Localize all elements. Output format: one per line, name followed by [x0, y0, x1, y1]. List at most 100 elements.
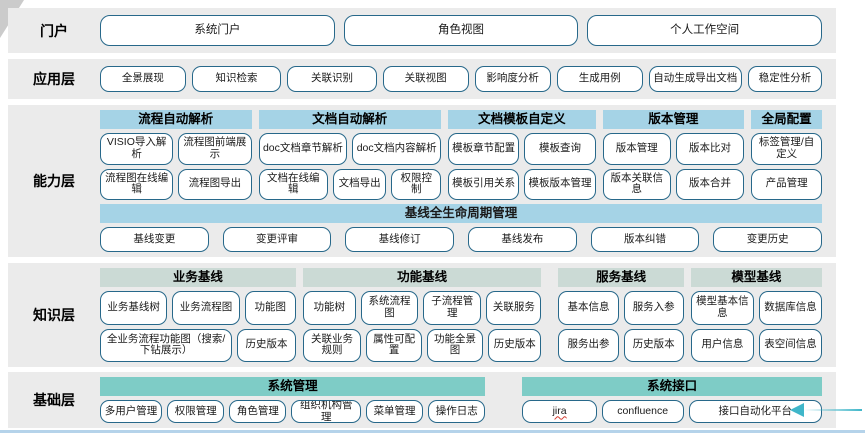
module-button[interactable]: 全业务流程功能图（搜索/下钻展示） [100, 328, 233, 362]
module-button[interactable]: 自动生成导出文档 [648, 66, 742, 92]
module-button[interactable]: 子流程管理 [423, 291, 482, 325]
module-button[interactable]: 模型基本信息 [690, 291, 754, 325]
module-button[interactable]: 操作日志 [428, 400, 486, 423]
group-header: 文档自动解析 [258, 110, 442, 129]
group-knowledge-1: 功能基线功能树系统流程图子流程管理关联服务关联业务规则属性可配置功能全景图历史版… [302, 268, 542, 362]
module-button[interactable]: 模板章节配置 [448, 133, 520, 165]
module-button[interactable]: 版本比对 [675, 133, 745, 165]
portal-buttons: 系统门户角色视图个人工作空间 [100, 8, 836, 53]
module-button[interactable]: 功能全景图 [427, 328, 483, 362]
layer-label-capability: 能力层 [33, 173, 75, 189]
module-button[interactable]: 菜单管理 [365, 400, 424, 423]
module-button[interactable]: 模板版本管理 [524, 168, 596, 200]
group-foundation-0: 系统管理多用户管理权限管理角色管理组织机构管理菜单管理操作日志 [100, 377, 486, 423]
module-button[interactable]: doc文档内容解析 [352, 133, 442, 165]
module-button[interactable]: 文档在线编辑 [258, 168, 328, 200]
module-button[interactable]: 多用户管理 [100, 400, 163, 423]
module-button[interactable]: 流程图在线编辑 [100, 168, 174, 200]
knowledge-groups: 业务基线业务基线树业务流程图功能图全业务流程功能图（搜索/下钻展示）历史版本功能… [100, 263, 836, 367]
layer-label-portal: 门户 [40, 22, 68, 39]
module-button[interactable]: 基线发布 [468, 227, 577, 252]
module-button[interactable]: 知识检索 [191, 66, 282, 92]
module-button[interactable]: 版本关联信息 [602, 168, 671, 200]
module-button[interactable]: 流程图导出 [178, 168, 252, 200]
button-row: 产品管理 [751, 168, 822, 200]
module-button[interactable]: 影响度分析 [474, 66, 551, 92]
module-button[interactable]: 服务出参 [558, 328, 619, 362]
group-header: 服务基线 [558, 268, 684, 287]
module-button[interactable]: 系统流程图 [360, 291, 419, 325]
button-row: 标签管理/自定义 [751, 133, 822, 165]
module-button[interactable]: 全景展现 [100, 66, 186, 92]
module-button[interactable]: 基线修订 [345, 227, 455, 252]
module-button[interactable]: 用户信息 [690, 328, 754, 362]
group-capability-4: 全局配置标签管理/自定义产品管理 [751, 110, 822, 200]
module-button[interactable]: 个人工作空间 [587, 15, 823, 46]
bottom-edge-line [0, 430, 865, 433]
module-button[interactable]: 基线变更 [100, 227, 209, 252]
module-button[interactable]: 服务入参 [623, 291, 684, 325]
module-button[interactable]: 功能图 [244, 291, 296, 325]
module-button[interactable]: 文档导出 [332, 168, 387, 200]
module-button[interactable]: 变更评审 [222, 227, 332, 252]
module-button[interactable]: VISIO导入解析 [100, 133, 174, 165]
module-button[interactable]: 版本合并 [675, 168, 745, 200]
group-header: 版本管理 [602, 110, 745, 129]
module-button[interactable]: 产品管理 [751, 168, 822, 200]
module-button[interactable]: 关联服务 [486, 291, 542, 325]
module-button[interactable]: confluence [601, 400, 684, 423]
button-row: VISIO导入解析流程图前端展示 [100, 133, 252, 165]
group-header: 全局配置 [751, 110, 822, 129]
button-row: 版本关联信息版本合并 [602, 168, 745, 200]
button-row: 文档在线编辑文档导出权限控制 [258, 168, 442, 200]
module-button[interactable]: 角色视图 [343, 15, 579, 46]
module-button[interactable]: 历史版本 [487, 328, 542, 362]
module-button[interactable]: 生成用例 [556, 66, 643, 92]
module-button[interactable]: 业务基线树 [100, 291, 168, 325]
module-button[interactable]: 系统门户 [100, 15, 335, 46]
module-button[interactable]: 属性可配置 [366, 328, 423, 362]
application-buttons: 全景展现知识检索关联识别关联视图影响度分析生成用例自动生成导出文档稳定性分析 [100, 59, 836, 99]
module-button[interactable]: 模板引用关系 [448, 168, 520, 200]
button-row: 版本管理版本比对 [602, 133, 745, 165]
button-row: 流程图在线编辑流程图导出 [100, 168, 252, 200]
module-button[interactable]: 稳定性分析 [748, 66, 823, 92]
module-button[interactable]: 模板查询 [524, 133, 596, 165]
module-button[interactable]: 基本信息 [558, 291, 619, 325]
module-button[interactable]: 标签管理/自定义 [751, 133, 822, 165]
button-row: 用户信息表空间信息 [690, 328, 823, 362]
module-button[interactable]: jira [522, 400, 597, 423]
module-button[interactable]: 表空间信息 [758, 328, 823, 362]
module-button[interactable]: 变更历史 [713, 227, 823, 252]
module-button[interactable]: 业务流程图 [172, 291, 240, 325]
module-button[interactable]: 接口自动化平台 [688, 400, 822, 423]
module-button[interactable]: 关联业务规则 [302, 328, 362, 362]
group-capability-3: 版本管理版本管理版本比对版本关联信息版本合并 [602, 110, 745, 200]
module-button[interactable]: 数据库信息 [758, 291, 823, 325]
layer-band-knowledge: 知识层 业务基线业务基线树业务流程图功能图全业务流程功能图（搜索/下钻展示）历史… [8, 263, 836, 367]
module-button[interactable]: 关联视图 [382, 66, 469, 92]
module-button[interactable]: 权限控制 [391, 168, 442, 200]
module-button[interactable]: 组织机构管理 [291, 400, 361, 423]
group-header: 模型基线 [690, 268, 822, 287]
module-button[interactable]: 关联识别 [287, 66, 377, 92]
group-header: 功能基线 [302, 268, 542, 287]
module-button[interactable]: 功能树 [302, 291, 356, 325]
module-button[interactable]: 版本管理 [602, 133, 671, 165]
module-button[interactable]: 角色管理 [229, 400, 287, 423]
module-button[interactable]: 历史版本 [237, 328, 296, 362]
module-button[interactable]: 权限管理 [167, 400, 225, 423]
group-capability-2: 文档模板自定义模板章节配置模板查询模板引用关系模板版本管理 [448, 110, 596, 200]
module-button[interactable]: 流程图前端展示 [178, 133, 252, 165]
module-button[interactable]: 历史版本 [623, 328, 684, 362]
button-row: 全业务流程功能图（搜索/下钻展示）历史版本 [100, 328, 296, 362]
module-button[interactable]: doc文档章节解析 [258, 133, 348, 165]
module-button[interactable]: 版本纠错 [590, 227, 700, 252]
